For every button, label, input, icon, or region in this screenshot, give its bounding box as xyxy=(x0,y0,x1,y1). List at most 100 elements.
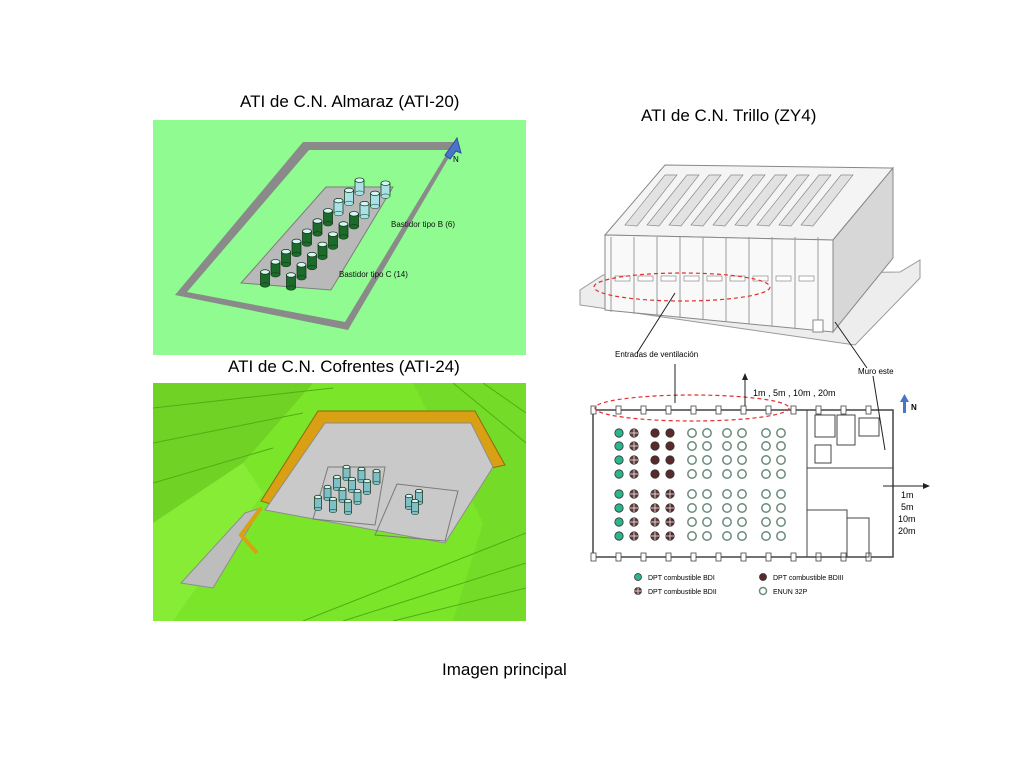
cask-cofrentes-11 xyxy=(372,468,381,485)
plan-cask-6-6 xyxy=(722,517,732,527)
buttress-n-2 xyxy=(640,405,647,415)
cofrentes-slope-right xyxy=(413,383,526,621)
plan-cask-4-8 xyxy=(761,489,771,499)
wall-leader-line-top xyxy=(834,321,868,369)
distance-label-2: 5m xyxy=(901,502,914,512)
roof-unit-7 xyxy=(778,174,832,227)
buttress-s-5 xyxy=(715,552,722,562)
plan-cask-2-7 xyxy=(737,455,747,465)
vent-opening-1 xyxy=(637,275,654,282)
plan-cask-4-2 xyxy=(650,489,660,499)
plan-cask-1-2 xyxy=(650,441,660,451)
plan-cask-5-6 xyxy=(722,503,732,513)
plan-cask-0-6 xyxy=(722,428,732,438)
cask-almaraz-0-7 xyxy=(333,197,344,217)
buttress-s-8 xyxy=(790,552,797,562)
plan-cask-5-0 xyxy=(614,503,624,513)
plan-cask-1-4 xyxy=(687,441,697,451)
almaraz-north-label: N xyxy=(453,155,459,164)
cofrentes-title: ATI de C.N. Cofrentes (ATI-24) xyxy=(228,357,460,376)
buttress-n-4 xyxy=(690,405,697,415)
plan-cask-4-4 xyxy=(687,489,697,499)
buttress-n-7 xyxy=(765,405,772,415)
plan-cask-0-5 xyxy=(702,428,712,438)
roof-unit-5 xyxy=(734,174,788,227)
plan-cask-4-7 xyxy=(737,489,747,499)
cask-cofrentes-4 xyxy=(329,496,337,513)
legend-text-bdi: DPT combustible BDI xyxy=(648,575,715,582)
cask-almaraz-0-2 xyxy=(281,249,291,268)
cofrentes-slope-left xyxy=(153,383,313,523)
plan-cask-1-8 xyxy=(761,441,771,451)
buttress-n-8 xyxy=(790,405,797,415)
plan-cask-2-8 xyxy=(761,455,771,465)
cask-cofrentes-8 xyxy=(344,498,352,515)
vent-opening-7 xyxy=(775,275,792,282)
cask-almaraz-1-4 xyxy=(328,231,338,250)
cofrentes-ramp xyxy=(180,507,263,589)
plan-cask-1-9 xyxy=(776,441,786,451)
plan-cask-1-0 xyxy=(614,441,624,451)
cask-cofrentes-5 xyxy=(338,486,347,503)
cask-almaraz-1-7 xyxy=(359,200,370,220)
legend-text-enun: ENUN 32P xyxy=(773,589,808,596)
legend-text-bdiii: DPT combustible BDIII xyxy=(773,575,844,582)
plan-cask-3-2 xyxy=(650,469,660,479)
cask-cofrentes-1 xyxy=(323,484,332,501)
north-arrow-head-icon xyxy=(900,394,909,402)
plan-cask-0-7 xyxy=(737,428,747,438)
plan-cask-7-6 xyxy=(722,531,732,541)
trillo-roof-units xyxy=(624,174,854,227)
cask-cofrentes-12 xyxy=(405,493,413,510)
plan-cask-5-2 xyxy=(650,503,660,513)
trillo-pilasters xyxy=(610,237,819,330)
distance-label-top: 1m , 5m , 10m , 20m xyxy=(753,388,836,398)
buttress-n-3 xyxy=(665,405,672,415)
plan-cask-6-8 xyxy=(761,517,771,527)
buttress-s-3 xyxy=(665,552,672,562)
plan-cask-3-8 xyxy=(761,469,771,479)
cask-cofrentes-2 xyxy=(333,474,341,491)
trillo-panel: Entradas de ventilación Muro este 1m , 5… xyxy=(575,150,950,610)
plan-cask-0-2 xyxy=(650,428,660,438)
buttress-s-7 xyxy=(765,552,772,562)
plan-cask-6-1 xyxy=(629,517,639,527)
buttress-n-11 xyxy=(865,405,872,415)
buttress-n-5 xyxy=(715,405,722,415)
cofrentes-contours xyxy=(153,383,526,621)
almaraz-title: ATI de C.N. Almaraz (ATI-20) xyxy=(240,92,460,111)
cask-cofrentes-14 xyxy=(411,498,419,515)
plan-cask-5-4 xyxy=(687,503,697,513)
cask-almaraz-1-3 xyxy=(317,241,328,260)
almaraz-panel: N Bastidor tipo B (6) Bastidor tipo C (1… xyxy=(153,120,526,355)
plan-cask-3-4 xyxy=(687,469,697,479)
trillo-title: ATI de C.N. Trillo (ZY4) xyxy=(641,106,817,125)
trillo-vent-ellipse-3d xyxy=(593,272,771,302)
plan-cask-0-4 xyxy=(687,428,697,438)
cask-cofrentes-9 xyxy=(353,488,362,505)
arrow-head-right-icon xyxy=(923,483,930,489)
cofrentes-ramp-wall xyxy=(238,506,263,555)
legend-text-bdii: DPT combustible BDII xyxy=(648,589,717,596)
cask-almaraz-1-6 xyxy=(349,211,359,230)
plan-cask-4-3 xyxy=(665,489,675,499)
plan-cask-7-9 xyxy=(776,531,786,541)
cask-almaraz-0-0 xyxy=(260,269,270,288)
roof-unit-3 xyxy=(690,174,744,227)
vent-opening-3 xyxy=(683,275,700,282)
cask-almaraz-0-9 xyxy=(354,177,365,196)
distance-label-3: 10m xyxy=(898,514,916,524)
roof-unit-1 xyxy=(646,174,700,227)
buttress-n-9 xyxy=(815,405,822,415)
plan-cask-7-2 xyxy=(650,531,660,541)
cask-almaraz-0-6 xyxy=(323,208,333,227)
plan-cask-1-6 xyxy=(722,441,732,451)
plan-cask-5-7 xyxy=(737,503,747,513)
trillo-vent-ellipse-plan xyxy=(594,394,790,422)
plan-cask-1-1 xyxy=(629,441,639,451)
vent-label: Entradas de ventilación xyxy=(615,350,698,359)
vent-opening-8 xyxy=(798,275,815,282)
cask-cofrentes-10 xyxy=(363,478,371,495)
plan-cask-0-9 xyxy=(776,428,786,438)
cask-almaraz-0-4 xyxy=(302,228,312,247)
